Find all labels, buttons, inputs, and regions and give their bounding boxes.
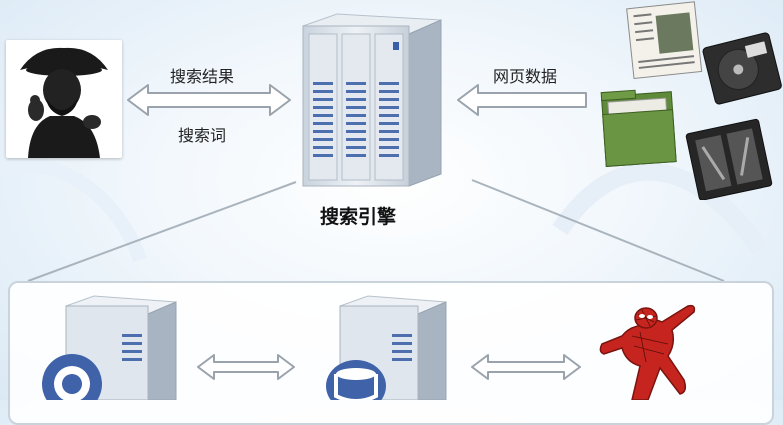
database-server-icon (42, 295, 177, 400)
pirate-user-icon (20, 47, 108, 158)
spider-icon (599, 304, 696, 400)
bottom-double-arrow-left (197, 354, 295, 380)
storage-server-icon (326, 295, 447, 400)
documents-icon (600, 1, 782, 200)
web-data-label: 网页数据 (493, 67, 558, 86)
search-engine-title: 搜索引擎 (320, 206, 397, 228)
server-icon (302, 13, 442, 187)
search-terms-label: 搜索词 (178, 126, 227, 145)
bottom-double-arrow-right (471, 354, 581, 380)
background-swirl (0, 158, 768, 263)
user-card (6, 40, 122, 158)
user-engine-double-arrow (127, 84, 291, 116)
search-results-label: 搜索结果 (170, 67, 235, 86)
connector-lines (27, 179, 725, 282)
web-data-arrow (457, 84, 587, 116)
